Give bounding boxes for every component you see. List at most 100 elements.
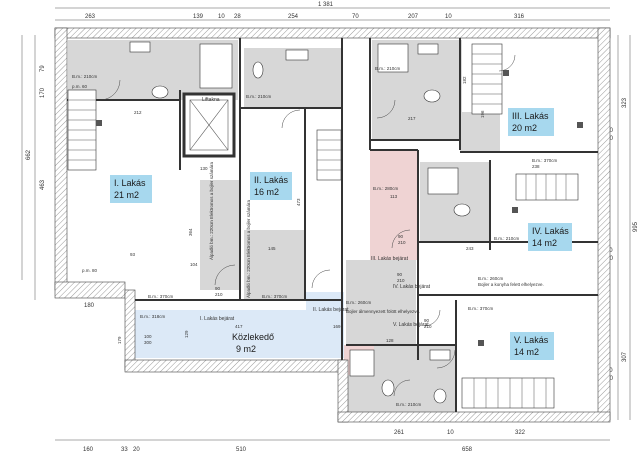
- door-icon: [393, 379, 411, 397]
- toilet-icon: [151, 85, 169, 99]
- bathtub-icon: [199, 43, 233, 89]
- notes: B.m.: 260cm Bojler a konyha felett elhel…: [208, 161, 544, 314]
- dim-right: 307: [622, 351, 628, 362]
- parapet-label: p.m. 80: [82, 268, 98, 273]
- dim-right: 323: [622, 97, 628, 108]
- dim-label: 364: [188, 228, 193, 236]
- sink-icon: [417, 43, 439, 55]
- apartment-name: II. Lakás: [254, 175, 289, 185]
- dim-label: 113: [390, 194, 398, 199]
- dim-bottom: 33: [121, 447, 128, 453]
- dim-label: 179: [117, 336, 122, 344]
- sink-icon: [429, 349, 451, 361]
- dim-label: 473: [296, 198, 301, 206]
- dim-left: 79: [40, 65, 46, 72]
- apartment-label-bg: [250, 172, 292, 200]
- apartment-area: 14 m2: [514, 347, 539, 357]
- dim-bottom: 510: [236, 447, 247, 453]
- shower-icon: [349, 349, 375, 377]
- entrance-labels: I. Lakás bejárat II. Lakás bejárat III. …: [200, 256, 431, 328]
- dim-bottom: 160: [83, 447, 94, 453]
- corridor-floor: [132, 310, 344, 358]
- column-icon: [96, 120, 102, 126]
- dim-label: 100: [144, 334, 152, 339]
- dim-label: 196: [480, 110, 485, 118]
- corridor-area: 9 m2: [236, 344, 256, 354]
- outer-walls: [54, 27, 611, 423]
- height-label: B.m.: 260cm: [346, 300, 372, 305]
- apartment-label-bg: [528, 223, 572, 251]
- dim-label: 243: [466, 246, 474, 251]
- dim-top-total: 1 381: [318, 2, 334, 8]
- dim-top: 70: [352, 14, 359, 20]
- toilet-icon: [453, 203, 471, 217]
- height-label: B.m.: 370cm: [148, 294, 174, 299]
- dim-top: 316: [514, 14, 525, 20]
- height-label: B.m.: 210cm: [72, 74, 98, 79]
- kitchen-note: Álpadló bm.: 220cm Elektromos a bojler s…: [245, 199, 251, 298]
- dims-left: 79 463 662 170 180: [26, 65, 95, 309]
- dim-bottom: 10: [447, 430, 454, 436]
- door-swings: [99, 54, 516, 397]
- apartment-name: IV. Lakás: [532, 226, 569, 236]
- dim-label: 169: [333, 324, 341, 329]
- dim-top: 263: [85, 14, 96, 20]
- height-label: B.m.: 210cm: [375, 66, 401, 71]
- dimension-lines: [21, 7, 631, 441]
- door-icon: [281, 109, 301, 129]
- kitchen-2-floor: [244, 230, 304, 300]
- dim-top: 10: [445, 14, 452, 20]
- apartment-area: 20 m2: [512, 123, 537, 133]
- apartment-label-bg: [110, 175, 152, 203]
- dim-bottom: 261: [394, 430, 405, 436]
- toilet-icon: [252, 61, 264, 79]
- toilet-icon: [423, 89, 441, 103]
- sink-icon: [129, 41, 151, 53]
- dim-label: 217: [408, 116, 416, 121]
- dims-top: 1 381 263 139 10 28 254 70 207 10 316: [85, 2, 525, 20]
- door-width-label: 90: [424, 318, 430, 323]
- kitchen-1-floor: [200, 180, 240, 290]
- staircase-pink-floor: [370, 150, 418, 260]
- apartment-area: 21 m2: [114, 190, 139, 200]
- dim-top: 207: [408, 14, 419, 20]
- door-icon: [214, 264, 236, 286]
- lift-shaft: Liftakna: [182, 92, 236, 158]
- door-icon: [391, 229, 411, 249]
- shower-icon: [377, 43, 409, 73]
- dim-bottom: 20: [133, 447, 140, 453]
- shower-icon: [427, 167, 459, 195]
- dim-label: 300: [144, 340, 152, 345]
- sink-icon: [285, 49, 309, 61]
- dim-label: 182: [462, 76, 467, 84]
- columns: [96, 70, 583, 346]
- dim-label: 212: [134, 110, 142, 115]
- height-label: B.m.: 280cm: [373, 186, 399, 191]
- apartment-area: 14 m2: [532, 238, 557, 248]
- dim-bottom: 322: [515, 430, 526, 436]
- dim-left: 463: [40, 179, 46, 190]
- column-icon: [503, 70, 509, 76]
- door-icon: [376, 99, 396, 119]
- column-icon: [577, 122, 583, 128]
- toilet-icon: [433, 388, 447, 404]
- door-width-label: 90: [215, 286, 221, 291]
- door-icon: [311, 269, 331, 289]
- entrance-label: V. Lakás bejárat: [393, 322, 429, 328]
- dim-top: 254: [288, 14, 299, 20]
- boiler-note: Bojler álmennyezett fölött elhelyezve.: [346, 309, 420, 314]
- kitchen-note: Álpadló bm.: 220cm Elektromos a bojler s…: [208, 161, 214, 260]
- dim-label: 130: [200, 166, 208, 171]
- door-height-label: 210: [397, 278, 405, 283]
- door-height-label: 210: [215, 292, 223, 297]
- apartment-name: I. Lakás: [114, 178, 146, 188]
- height-label: B.m.: 210cm: [246, 94, 272, 99]
- dim-bottom: 658: [462, 447, 473, 453]
- dim-left: 170: [40, 87, 46, 98]
- door-icon: [436, 349, 456, 369]
- apartment-name: III. Lakás: [512, 111, 549, 121]
- column-icon: [512, 207, 518, 213]
- corridor-floor-2: [306, 292, 344, 312]
- toilet-icon: [381, 379, 395, 397]
